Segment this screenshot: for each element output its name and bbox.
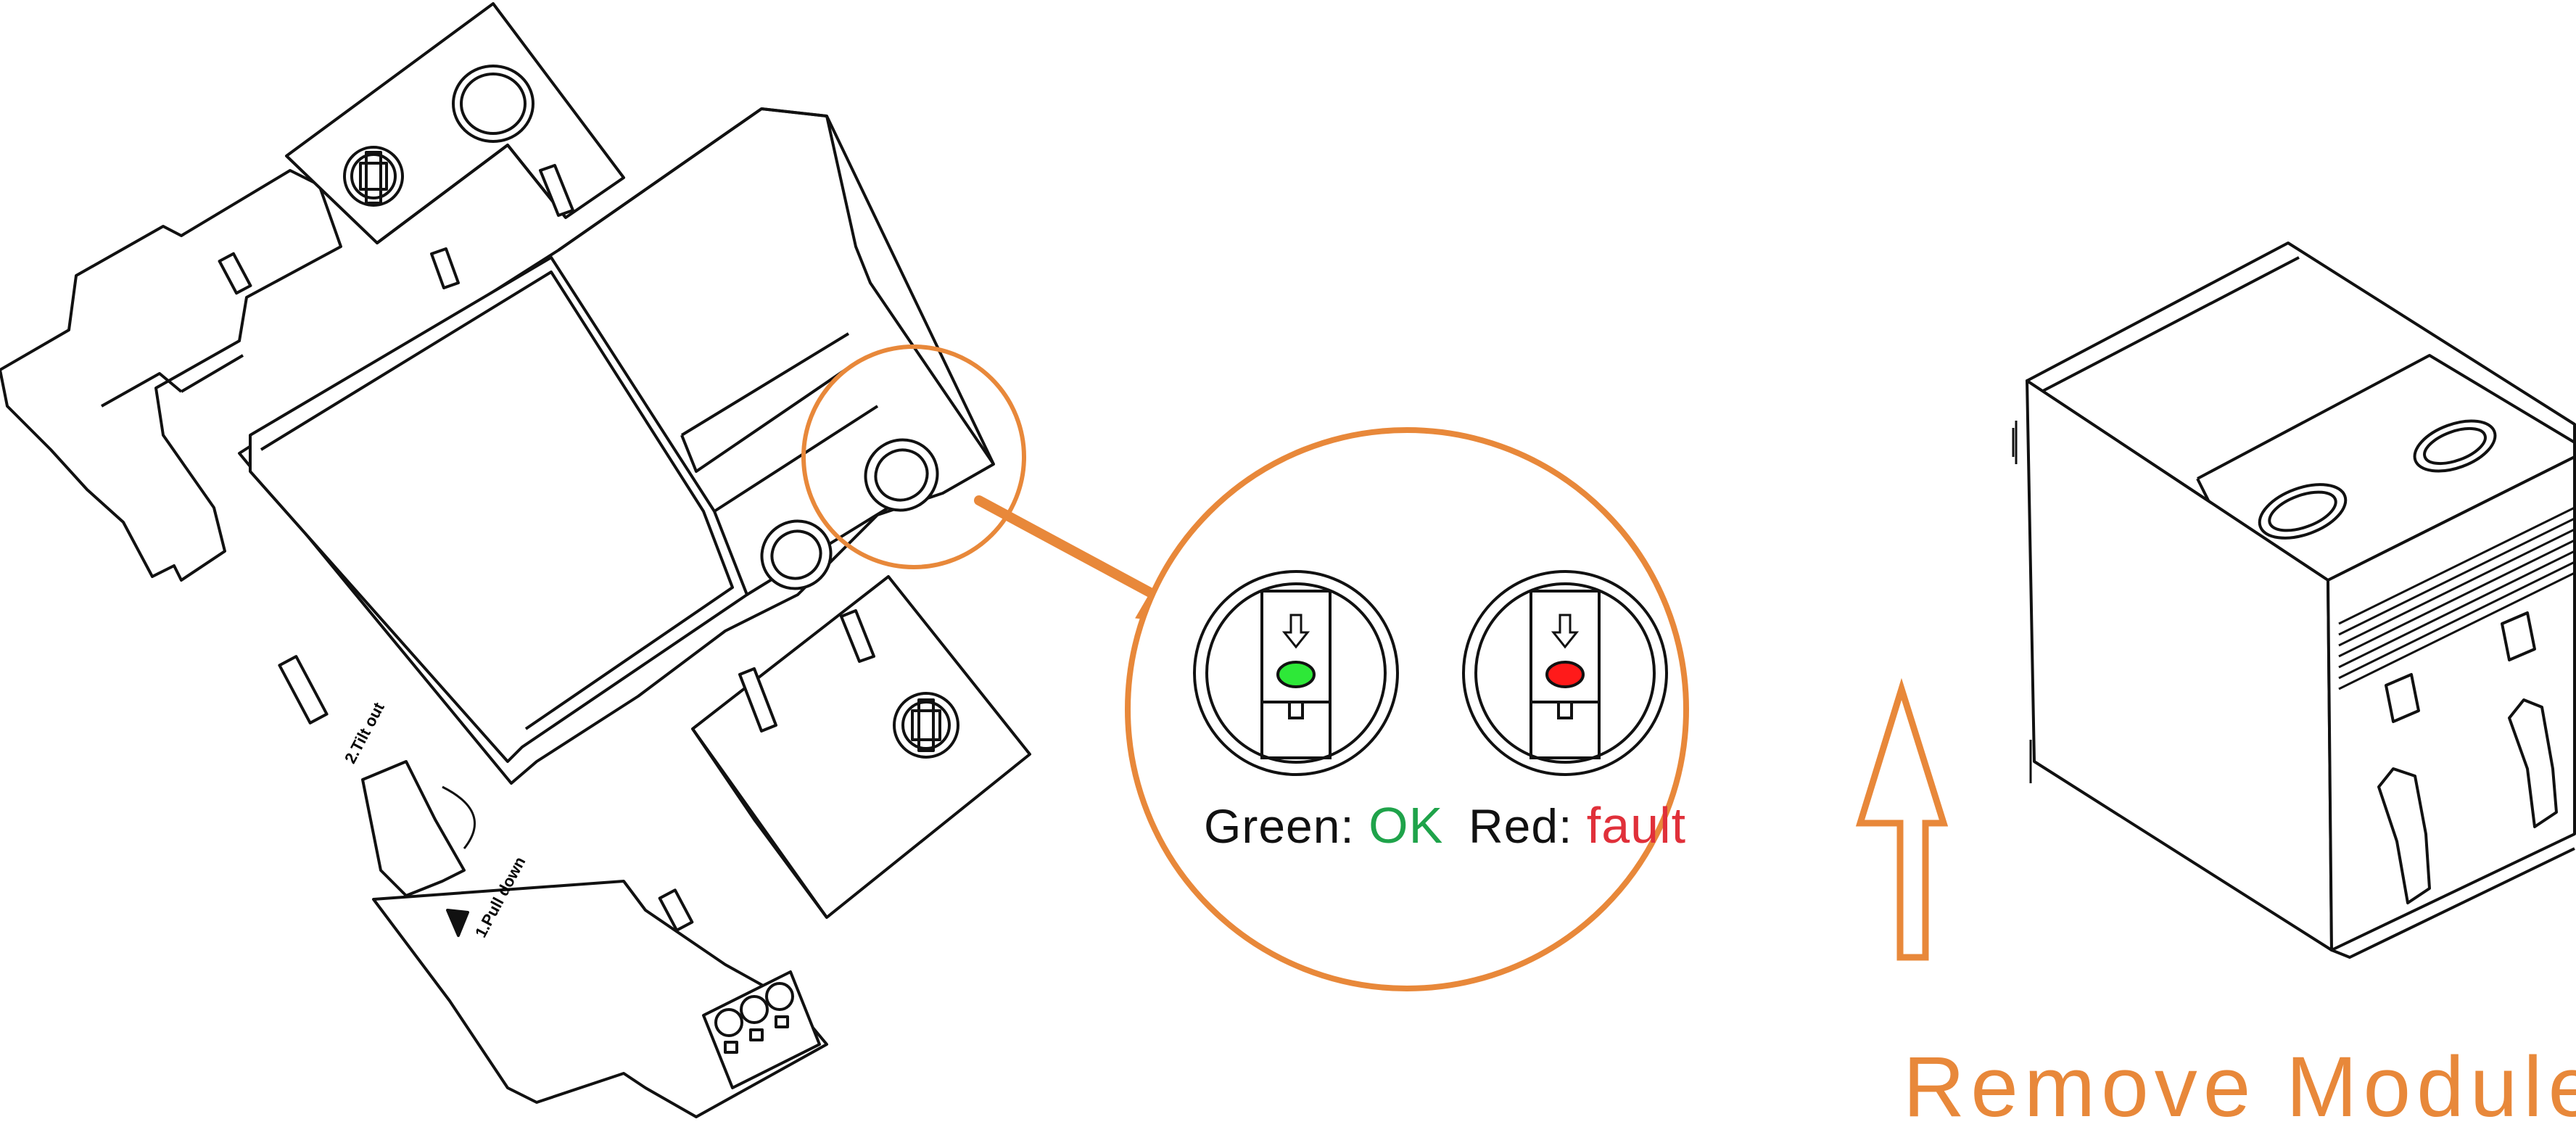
green-status-ok: OK bbox=[1368, 797, 1444, 854]
module-step bbox=[680, 361, 857, 473]
indicator-window-ok bbox=[1193, 570, 1399, 776]
connector-hole-3 bbox=[765, 982, 794, 1011]
connector-hole-1 bbox=[714, 1008, 743, 1037]
led-red bbox=[1545, 661, 1585, 688]
connector-pin-2 bbox=[749, 1028, 764, 1041]
surge-protector-device bbox=[0, 2, 1031, 1118]
module-front-inner bbox=[260, 271, 734, 730]
lower-tab-2 bbox=[840, 609, 875, 663]
top-tab-2 bbox=[430, 247, 460, 289]
pull-down-arrow bbox=[446, 909, 469, 937]
led-green bbox=[1276, 661, 1316, 688]
lower-terminal-front bbox=[691, 727, 828, 919]
tilt-out-arrow bbox=[442, 785, 476, 849]
green-caption: Green: OK bbox=[1204, 800, 1443, 851]
module-clip-right bbox=[2501, 611, 2536, 661]
lower-screw-slot bbox=[911, 698, 941, 752]
module-top-hole-2-inner bbox=[2423, 426, 2487, 466]
arrow-up-icon bbox=[1855, 677, 1949, 961]
base-slot-bottom bbox=[658, 888, 694, 932]
connector-hole-2 bbox=[740, 995, 769, 1024]
module-bottom-edge bbox=[2331, 847, 2575, 959]
red-caption: Red: fault bbox=[1469, 800, 1686, 851]
lower-tab bbox=[738, 667, 777, 732]
top-terminal-front bbox=[376, 144, 567, 244]
removed-module bbox=[2012, 242, 2576, 959]
lower-screw-ring bbox=[901, 701, 951, 750]
top-tab bbox=[539, 164, 574, 217]
base-slot-lower bbox=[278, 655, 329, 725]
module-left-stripes bbox=[2012, 421, 2032, 783]
removal-step-glyph bbox=[361, 760, 466, 897]
module-clip-left bbox=[2385, 673, 2420, 723]
module-screw-hole-lower-inner bbox=[770, 529, 822, 580]
base-step-line bbox=[101, 354, 244, 408]
module-ridge-2 bbox=[761, 107, 995, 466]
module-pin-right bbox=[2508, 698, 2558, 828]
module-screw-hole-upper-inner bbox=[874, 448, 929, 502]
top-screw-slot bbox=[359, 151, 388, 205]
connector-pin-1 bbox=[724, 1041, 738, 1054]
module-ridge-1 bbox=[557, 107, 937, 596]
green-caption-label: Green: bbox=[1204, 799, 1355, 853]
zoom-highlight-circle bbox=[801, 344, 1026, 569]
red-caption-label: Red: bbox=[1469, 799, 1573, 853]
module-vent-lines bbox=[2338, 506, 2575, 690]
indicator-window-fault bbox=[1462, 570, 1668, 776]
bottom-base bbox=[372, 880, 828, 1118]
arrow-down-icon bbox=[1551, 614, 1580, 649]
top-screw-hole bbox=[452, 65, 534, 143]
arrow-down-icon bbox=[1281, 614, 1310, 649]
module-top-hole-1 bbox=[2258, 483, 2348, 540]
module-top-hole-1-inner bbox=[2268, 490, 2337, 532]
magnified-view-circle bbox=[1125, 427, 1689, 991]
connector-pin-3 bbox=[775, 1015, 789, 1028]
module-top-hole-2 bbox=[2413, 419, 2497, 473]
red-status-fault: fault bbox=[1586, 797, 1687, 854]
lower-terminal-block bbox=[691, 575, 1031, 919]
base-slot-upper bbox=[218, 252, 252, 295]
remove-module-title: Remove Module bbox=[1903, 1039, 2576, 1135]
din-rail-base bbox=[0, 169, 342, 582]
top-screw-hole-inner bbox=[460, 73, 527, 135]
top-screw-ring bbox=[350, 153, 397, 199]
module-pin-left bbox=[2377, 767, 2431, 904]
module-right-face bbox=[2327, 455, 2576, 952]
